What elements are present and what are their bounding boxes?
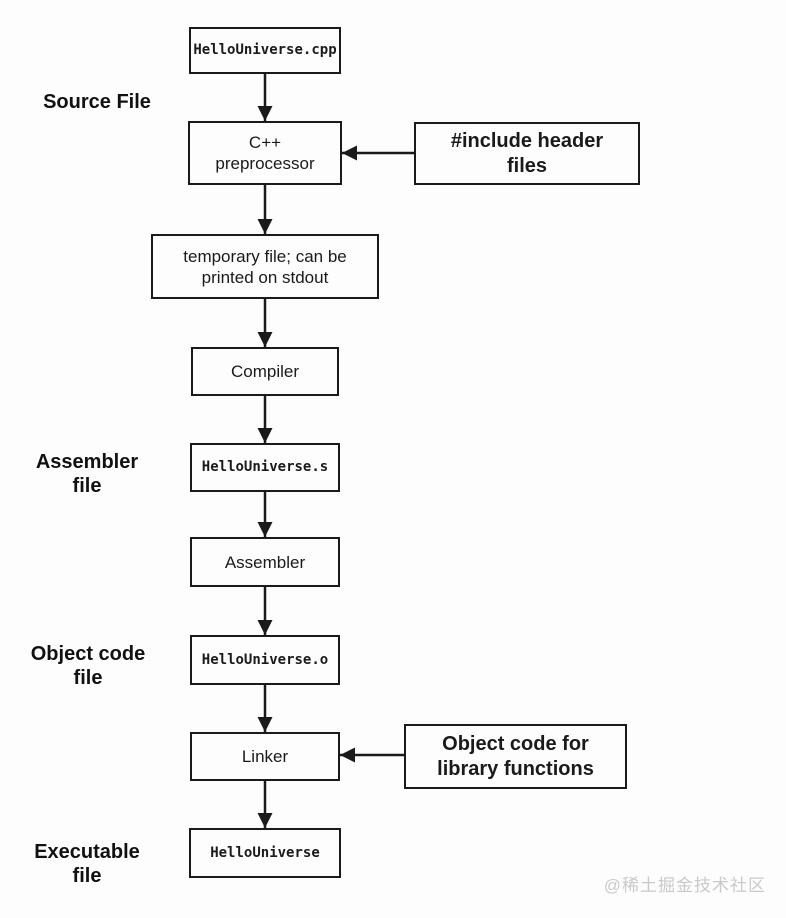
node-object-file-label: HelloUniverse.o [201, 651, 329, 668]
node-object-file: HelloUniverse.o [190, 635, 340, 685]
node-source-file: HelloUniverse.cpp [189, 27, 341, 74]
node-temp-file-label-line1: temporary file; can be [183, 246, 347, 266]
node-linker-label: Linker [241, 747, 289, 766]
stage-label-executable-file-line1: Executable [34, 841, 140, 863]
stage-label-assembler-file-line1: Assembler [35, 451, 139, 473]
stage-label-assembler-file: Assembler file [22, 450, 152, 498]
node-assembler-file-label: HelloUniverse.s [201, 459, 329, 475]
annotation-library-object-code-line2: library functions [437, 757, 594, 780]
annotation-include-headers-line2: files [506, 154, 548, 177]
node-assembler: Assembler [190, 537, 340, 587]
node-temp-file-label-line2: printed on stdout [201, 267, 329, 287]
node-preprocessor-label-line2: preprocessor [215, 154, 315, 173]
annotation-library-object-code: Object code for library functions [404, 724, 627, 789]
node-source-file-label: HelloUniverse.cpp [193, 42, 337, 58]
stage-label-object-code-file: Object code file [23, 642, 153, 690]
node-linker: Linker [190, 732, 340, 781]
stage-label-executable-file: Executable file [22, 840, 152, 888]
annotation-include-headers: #include header files [414, 122, 640, 185]
node-assembler-file: HelloUniverse.s [190, 443, 340, 492]
stage-label-object-code-file-line1: Object code [30, 643, 146, 665]
node-executable-file: HelloUniverse [189, 828, 341, 878]
stage-label-executable-file-line2: file [72, 865, 102, 887]
node-executable-file-label: HelloUniverse [210, 844, 320, 861]
stage-label-source-file-text: Source File [43, 91, 151, 113]
node-temp-file: temporary file; can be printed on stdout [151, 234, 379, 299]
stage-label-object-code-file-line2: file [73, 667, 103, 689]
node-compiler-label: Compiler [230, 362, 300, 381]
stage-label-source-file: Source File [32, 90, 162, 114]
node-preprocessor-label-line1: C++ [248, 133, 282, 152]
node-assembler-label: Assembler [224, 552, 306, 572]
node-preprocessor: C++ preprocessor [188, 121, 342, 185]
node-compiler: Compiler [191, 347, 339, 396]
annotation-library-object-code-line1: Object code for [442, 732, 589, 755]
annotation-include-headers-line1: #include header [450, 129, 604, 152]
watermark-text: @稀土掘金技术社区 [603, 876, 766, 895]
stage-label-assembler-file-line2: file [72, 475, 102, 497]
